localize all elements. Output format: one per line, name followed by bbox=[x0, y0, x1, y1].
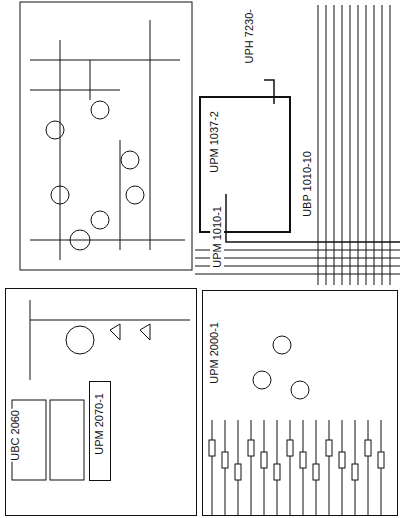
module-label: UPM 1037-2 bbox=[207, 110, 221, 174]
module-box: UPM 2070-1 bbox=[89, 381, 111, 481]
module-box: UPH 7230- bbox=[240, 4, 262, 84]
module-label: UBP 1010-10 bbox=[300, 150, 314, 218]
module-label: UBC 2060 bbox=[8, 409, 22, 462]
module-outline bbox=[20, 2, 192, 270]
module-box: UPM 2000-1 bbox=[202, 290, 398, 516]
module-label: UPM 2000-1 bbox=[207, 321, 221, 385]
module-box: UPM 1037-2 bbox=[205, 104, 227, 194]
module-wiring bbox=[30, 20, 185, 260]
wire-bundle bbox=[318, 5, 390, 285]
connector-symbol bbox=[70, 230, 90, 250]
wire-connector bbox=[264, 80, 274, 104]
display-digit bbox=[50, 400, 84, 480]
socket-symbol bbox=[66, 326, 94, 354]
wire-bundle bbox=[195, 250, 400, 274]
module-label: UPM 2070-1 bbox=[92, 392, 106, 456]
module-box: UBC 2060 UPM 2070-1 bbox=[5, 288, 197, 516]
module-label: UPH 7230- bbox=[242, 8, 256, 64]
speaker-symbols bbox=[30, 300, 190, 380]
module-label: UPM 1010-1 bbox=[210, 205, 224, 269]
resistor-symbols bbox=[209, 420, 384, 515]
